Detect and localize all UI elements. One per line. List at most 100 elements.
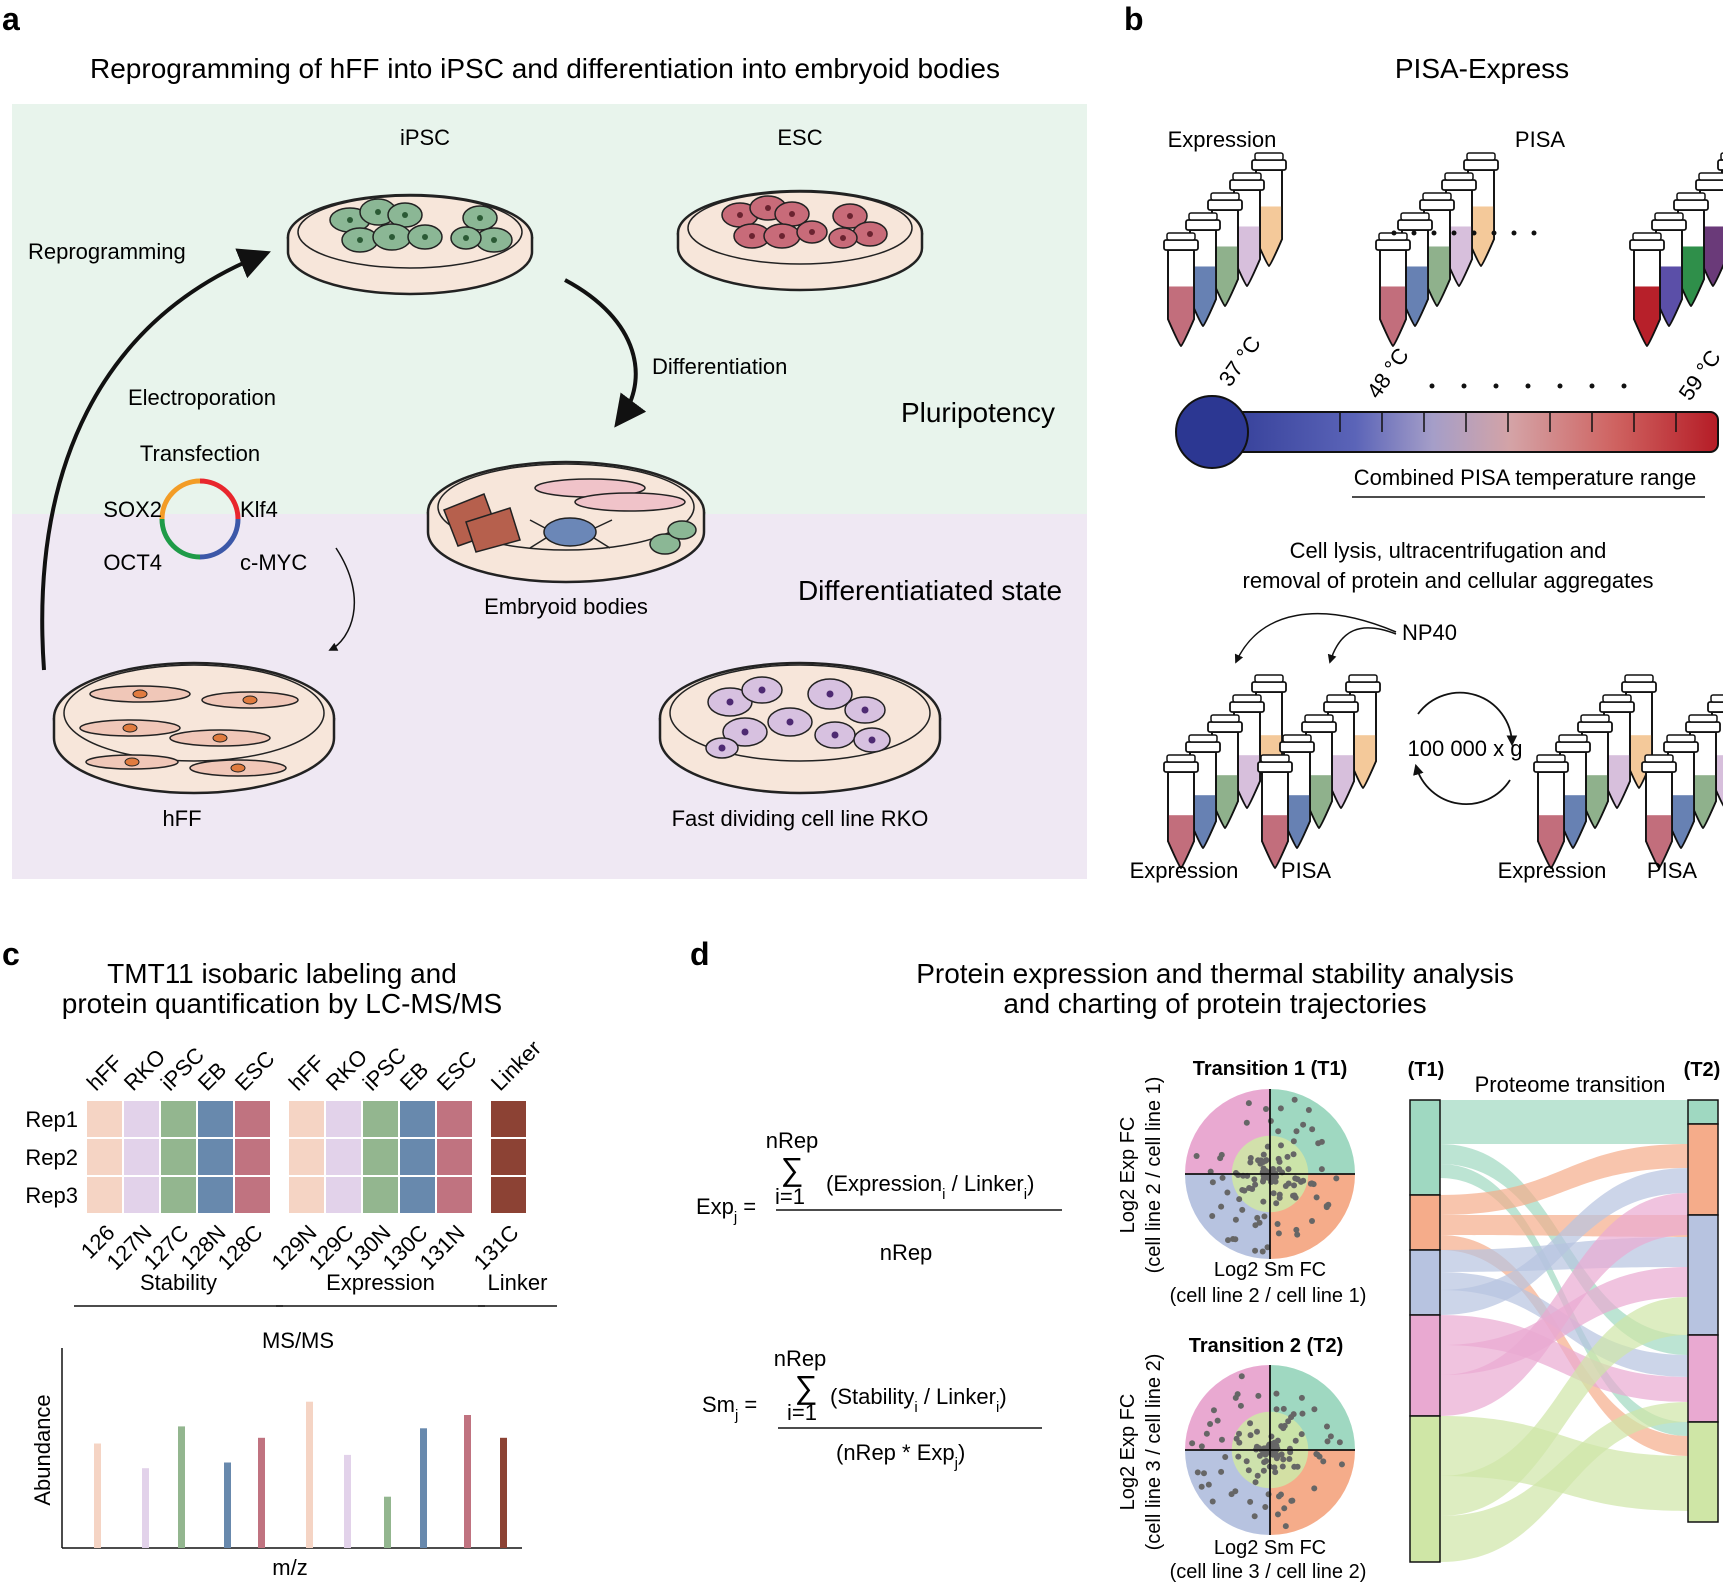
- protein-dot: [1280, 1456, 1287, 1463]
- sankey-flow-13: [1440, 1193, 1688, 1416]
- protein-dot: [1300, 1121, 1307, 1128]
- ms-peak-9: [420, 1428, 427, 1548]
- protein-dot: [1285, 1180, 1292, 1187]
- expression-cell: [324, 1175, 363, 1215]
- sankey-node-left-5: [1409, 1415, 1441, 1563]
- protein-dot: [1273, 1390, 1280, 1397]
- lysis-line-1: Cell lysis, ultracentrifugation and: [1290, 538, 1607, 563]
- expression-cell: [435, 1099, 474, 1139]
- np40-label: NP40: [1402, 620, 1457, 645]
- protein-dot: [1275, 1493, 1282, 1500]
- protein-dot: [1291, 1182, 1298, 1189]
- protein-dot: [1247, 1498, 1254, 1505]
- stability-cell: [122, 1137, 161, 1177]
- protein-dot: [1285, 1166, 1292, 1173]
- pisa-tubes-lysis-tube-4: [1323, 694, 1359, 809]
- sankey-flow-16: [1440, 1402, 1688, 1562]
- ms-peak-7: [344, 1454, 351, 1548]
- stability-cell: [159, 1175, 198, 1215]
- protein-dot: [1235, 1171, 1242, 1178]
- expression-cell: [287, 1137, 326, 1177]
- col-label-linker: Linker: [486, 1035, 546, 1095]
- protein-dot: [1272, 1178, 1279, 1185]
- hff-dish: hFF: [52, 661, 336, 831]
- exp-denominator: nRep: [880, 1240, 933, 1265]
- protein-dot: [1237, 1402, 1244, 1409]
- stability-cell: [85, 1099, 124, 1139]
- protein-dot: [1284, 1153, 1291, 1160]
- sankey-node-right-3: [1687, 1214, 1719, 1336]
- pisa-group-label: PISA: [1515, 127, 1565, 152]
- protein-dot: [1247, 1420, 1254, 1427]
- protein-dot: [1256, 1219, 1263, 1226]
- pisa-tubes-hot-tube-1: [1629, 232, 1665, 347]
- protein-dot: [1239, 1206, 1246, 1213]
- ms-peak-6: [306, 1401, 313, 1548]
- ms-peak-10: [464, 1415, 471, 1548]
- temp-59: 59 °C: [1674, 345, 1723, 405]
- panel-d-title-1: Protein expression and thermal stability…: [916, 958, 1514, 989]
- ms-spectrum: MS/MS Abundance m/z: [30, 1328, 522, 1580]
- panel-c-title-1: TMT11 isobaric labeling and: [107, 958, 457, 989]
- linker-cell: [489, 1137, 528, 1177]
- protein-dot: [1277, 1142, 1284, 1149]
- col-label-stability-hFF: hFF: [82, 1050, 127, 1095]
- linker-cell: [489, 1099, 528, 1139]
- protein-dot: [1290, 1411, 1297, 1418]
- t1-xlabel-1: Log2 Sm FC: [1214, 1259, 1326, 1281]
- protein-dot: [1289, 1497, 1296, 1504]
- ms-peak-3: [178, 1426, 185, 1548]
- protein-dot: [1285, 1418, 1292, 1425]
- stability-cell: [159, 1137, 198, 1177]
- transfection-arrow: [328, 547, 356, 651]
- differentiation-label: Differentiation: [652, 354, 787, 379]
- protein-dot: [1232, 1216, 1239, 1223]
- lysis-line-2: removal of protein and cellular aggregat…: [1243, 568, 1654, 593]
- pisa-tubes-cold: [1375, 152, 1499, 347]
- bottom-pisa-2: PISA: [1647, 858, 1697, 883]
- stability-cell: [85, 1175, 124, 1215]
- protein-dot: [1324, 1438, 1331, 1445]
- col-label-expression-ESC: ESC: [432, 1046, 482, 1096]
- protein-dot: [1261, 1213, 1268, 1220]
- sm-nrep-top: nRep: [774, 1346, 827, 1371]
- group-label-expression: Expression: [326, 1270, 435, 1295]
- protein-dot: [1311, 1406, 1318, 1413]
- protein-dot: [1281, 1422, 1288, 1429]
- stability-cell: [196, 1137, 235, 1177]
- sankey-flow-7: [1440, 1235, 1688, 1456]
- protein-dot: [1260, 1198, 1267, 1205]
- yamanaka-plasmid: SOX2 Klf4 OCT4 c-MYC: [103, 478, 307, 575]
- transition-1-plot: Transition 1 (T1) Log2 Exp FC (cell line…: [1117, 1058, 1366, 1307]
- protein-dot: [1309, 1217, 1316, 1224]
- sankey-node-left-3: [1409, 1249, 1441, 1316]
- ms-peak-2: [142, 1468, 149, 1548]
- expression-cell: [398, 1175, 437, 1215]
- t1-ylabel-2: (cell line 2 / cell line 1): [1143, 1077, 1165, 1274]
- protein-dot: [1271, 1464, 1278, 1471]
- protein-dot: [1314, 1451, 1321, 1458]
- sankey-flow-15: [1440, 1297, 1688, 1516]
- svg-text:(Stabilityi / Linkeri): (Stabilityi / Linkeri): [830, 1384, 1007, 1416]
- sankey-node-left-1: [1409, 1099, 1441, 1196]
- protein-dot: [1238, 1373, 1245, 1380]
- protein-dot: [1275, 1155, 1282, 1162]
- channel-131C: 131C: [469, 1220, 524, 1275]
- exp-formula: Expj= nRep ∑ i=1 (Expressioni / Linkeri)…: [696, 1128, 1062, 1265]
- protein-dot: [1270, 1165, 1277, 1172]
- protein-dot: [1214, 1417, 1221, 1424]
- protein-dot: [1276, 1191, 1283, 1198]
- protein-dot: [1232, 1488, 1239, 1495]
- factor-sox2: SOX2: [103, 497, 162, 522]
- protein-dot: [1205, 1481, 1212, 1488]
- expression-cell: [287, 1099, 326, 1139]
- protein-dot: [1219, 1174, 1226, 1181]
- t1-xlabel-2: (cell line 2 / cell line 1): [1170, 1285, 1367, 1307]
- protein-dot: [1273, 1200, 1280, 1207]
- protein-dot: [1209, 1213, 1216, 1220]
- protein-dot: [1273, 1442, 1280, 1449]
- sankey-node-right-2: [1687, 1123, 1719, 1216]
- exp-nrep-top: nRep: [766, 1128, 819, 1153]
- expression-tubes-top-tube-1: [1163, 232, 1199, 347]
